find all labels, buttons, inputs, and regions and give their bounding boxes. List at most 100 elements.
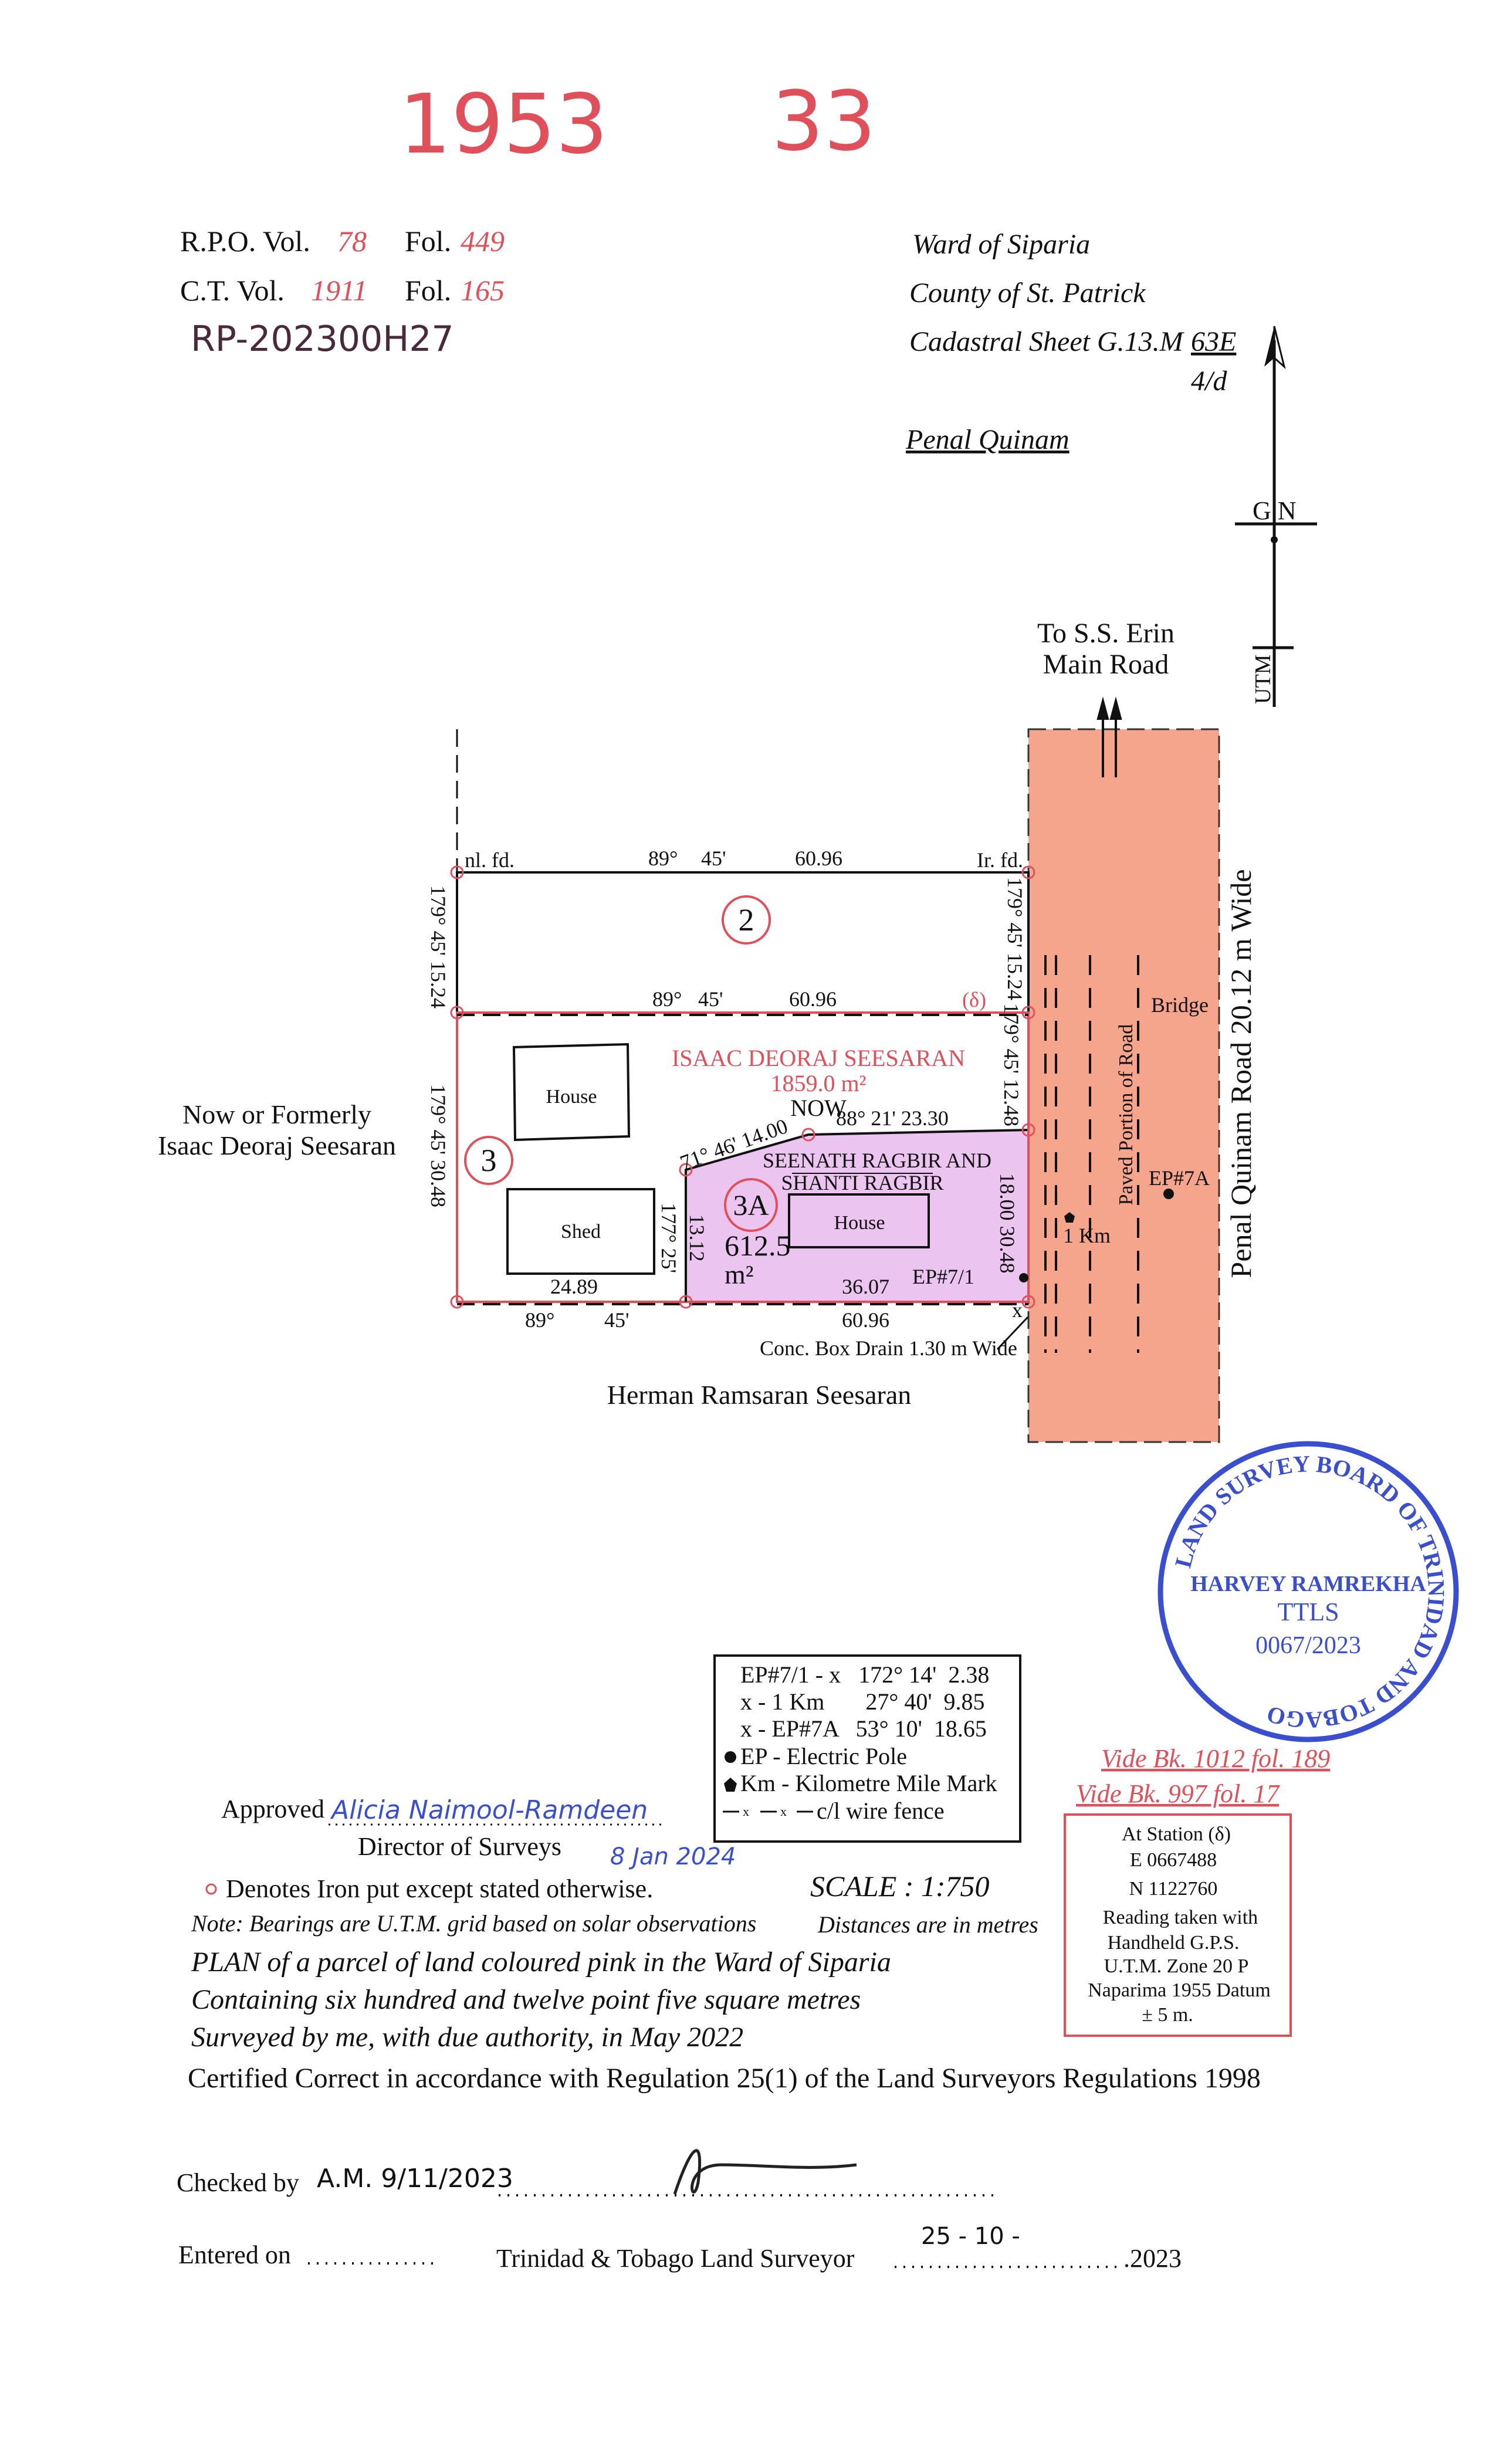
svg-text:Km - Kilometre Mile Mark: Km - Kilometre Mile Mark — [740, 1770, 997, 1796]
right-mid-bearing: 179° 45' 12.48 — [1000, 1003, 1023, 1126]
distance-note: Distances are in metres — [817, 1911, 1038, 1938]
south-3a-distance: 36.07 — [842, 1275, 889, 1298]
approved-signature: Alicia Naimool-Ramdeen — [330, 1795, 648, 1825]
scale-label: SCALE : 1:750 — [810, 1870, 990, 1903]
svg-text:R.P.O. Vol.: R.P.O. Vol. — [180, 225, 310, 258]
plan-number-right: 33 — [771, 74, 876, 170]
new-owner-2: SHANTI RAGBIR — [781, 1171, 943, 1194]
station-delta: (δ) — [962, 988, 986, 1011]
kilometre-mark-icon — [1064, 1212, 1075, 1223]
surveyor-date-handwritten: 25 - 10 - — [921, 2223, 1020, 2250]
svg-text:Fol.: Fol. — [405, 225, 451, 258]
road-destination: To S.S. Erin — [1037, 618, 1175, 649]
right-lower-distance: 18.00 30.48 — [996, 1173, 1019, 1274]
north-arrow-icon — [1235, 326, 1317, 707]
electric-pole-icon — [1163, 1189, 1174, 1199]
road-centrelines — [1044, 955, 1139, 1353]
lot-3a-number: 3A — [733, 1189, 769, 1221]
svg-text:TTLS: TTLS — [1277, 1597, 1339, 1626]
new-owner-1: SEENATH RAGBIR AND — [763, 1149, 991, 1172]
entered-label: Entered on — [178, 2240, 291, 2269]
adjoining-south: Herman Ramsaran Seesaran — [607, 1380, 912, 1410]
svg-text:0067/2023: 0067/2023 — [1255, 1632, 1361, 1659]
kilometre-mark-icon — [724, 1778, 737, 1792]
location-block: Ward of Siparia County of St. Patrick Ca… — [905, 229, 1236, 455]
containing-area: Containing six hundred and twelve point … — [191, 1984, 861, 2015]
paved-portion-label: Paved Portion of Road — [1115, 1024, 1137, 1206]
ep7a-label: EP#7A — [1149, 1166, 1210, 1190]
owner-main: ISAAC DEORAJ SEESARAN — [672, 1045, 965, 1071]
svg-text:x: x — [780, 1804, 787, 1819]
svg-text:x - EP#7A 53° 10' 18.65: x - EP#7A 53° 10' 18.65 — [740, 1715, 987, 1742]
checked-handwritten: A.M. 9/11/2023 — [317, 2164, 513, 2194]
svg-text:County of St. Patrick: County of St. Patrick — [909, 277, 1146, 309]
bearing-note: Note: Bearings are U.T.M. grid based on … — [191, 1910, 756, 1937]
bot-bearing-deg: 89° — [525, 1308, 554, 1332]
road-name: Penal Quinam Road 20.12 m Wide — [1224, 869, 1257, 1278]
grid-north-label: G N — [1253, 496, 1297, 525]
top-bearing-deg: 89° — [648, 847, 678, 870]
checked-label: Checked by — [177, 2168, 299, 2197]
approved-label: Approved — [221, 1795, 324, 1823]
electric-pole-icon — [1019, 1273, 1028, 1282]
svg-text:C.T. Vol.: C.T. Vol. — [180, 274, 285, 307]
svg-text:78: 78 — [337, 225, 367, 258]
north-3a-bearing: 88° 21' 23.30 — [836, 1106, 949, 1130]
svg-text:N 1122760: N 1122760 — [1129, 1878, 1218, 1900]
house-label: House — [546, 1086, 597, 1108]
iron-pin-markers — [450, 865, 1035, 1309]
svg-text:63E: 63E — [1191, 326, 1236, 357]
vide-reference-2: Vide Bk. 997 fol. 17 — [1076, 1779, 1280, 1808]
vide-reference-1: Vide Bk. 1012 fol. 189 — [1101, 1744, 1330, 1773]
surveyor-label: Trinidad & Tobago Land Surveyor — [496, 2244, 855, 2273]
bot-distance: 60.96 — [842, 1308, 889, 1332]
bridge-label: Bridge — [1151, 993, 1209, 1017]
x-mark: x — [1012, 1298, 1023, 1322]
plan-description: PLAN of a parcel of land coloured pink i… — [191, 1947, 891, 1978]
drain-label: Conc. Box Drain 1.30 m Wide — [760, 1336, 1017, 1360]
svg-text:Ward of Siparia: Ward of Siparia — [912, 229, 1090, 260]
legend-box — [713, 1654, 1021, 1843]
svg-text:U.T.M. Zone 20 P: U.T.M. Zone 20 P — [1104, 1955, 1249, 1977]
svg-text:Fol.: Fol. — [405, 274, 451, 307]
road-area — [1027, 728, 1220, 1443]
left-upper-bearing: 179° 45' 15.24 — [427, 885, 450, 1008]
land-survey-board-stamp: LAND SURVEY BOARD OF TRINIDAD AND TOBAGO… — [1157, 1441, 1459, 1742]
adjoining-west-2: Isaac Deoraj Seesaran — [158, 1131, 396, 1160]
lot-2-number: 2 — [739, 902, 754, 937]
bot-bearing-min: 45' — [604, 1308, 629, 1332]
gps-box — [1064, 1813, 1292, 2037]
director-date: 8 Jan 2024 — [610, 1843, 736, 1870]
rp-number-handwritten: RP-202300H27 — [191, 319, 454, 360]
shed-distance: 24.89 — [550, 1275, 598, 1298]
road-arrows-icon — [1096, 696, 1122, 777]
adjoining-west-1: Now or Formerly — [182, 1099, 371, 1129]
lot-3-number: 3 — [481, 1143, 497, 1178]
svg-text:HARVEY RAMREKHA: HARVEY RAMREKHA — [1190, 1572, 1426, 1596]
iron-found-label: Ir. fd. — [977, 848, 1023, 872]
top-distance: 60.96 — [795, 847, 842, 870]
svg-text:At Station (δ): At Station (δ) — [1122, 1823, 1231, 1845]
mid-distance: 60.96 — [789, 987, 837, 1011]
shed-label: Shed — [561, 1221, 601, 1243]
svg-text:Cadastral Sheet G.13.M: Cadastral Sheet G.13.M — [909, 326, 1185, 357]
svg-text:Penal Quinam: Penal Quinam — [905, 424, 1069, 455]
left-lower-bearing: 179° 45' 30.48 — [427, 1084, 450, 1207]
house-3a-label: House — [834, 1212, 885, 1234]
svg-text:Naparima 1955 Datum: Naparima 1955 Datum — [1088, 1979, 1271, 2001]
now-label: NOW — [790, 1095, 847, 1121]
svg-text:EP - Electric Pole: EP - Electric Pole — [740, 1743, 907, 1769]
mid-bearing-deg: 89° — [652, 987, 682, 1011]
utm-label: UTM — [1251, 655, 1275, 704]
nail-found-label: nl. fd. — [465, 848, 515, 872]
top-bearing-min: 45' — [701, 847, 726, 870]
survey-date: Surveyed by me, with due authority, in M… — [191, 2022, 743, 2053]
lot-3a-unit: m² — [725, 1260, 754, 1289]
ep71-label: EP#7/1 — [912, 1265, 974, 1288]
road-destination-2: Main Road — [1043, 649, 1169, 680]
surveyor-year: .2023 — [1123, 2244, 1182, 2273]
surveyor-signature — [673, 2149, 857, 2195]
plan-number-left: 1953 — [399, 77, 608, 172]
certification: Certified Correct in accordance with Reg… — [188, 2063, 1261, 2094]
